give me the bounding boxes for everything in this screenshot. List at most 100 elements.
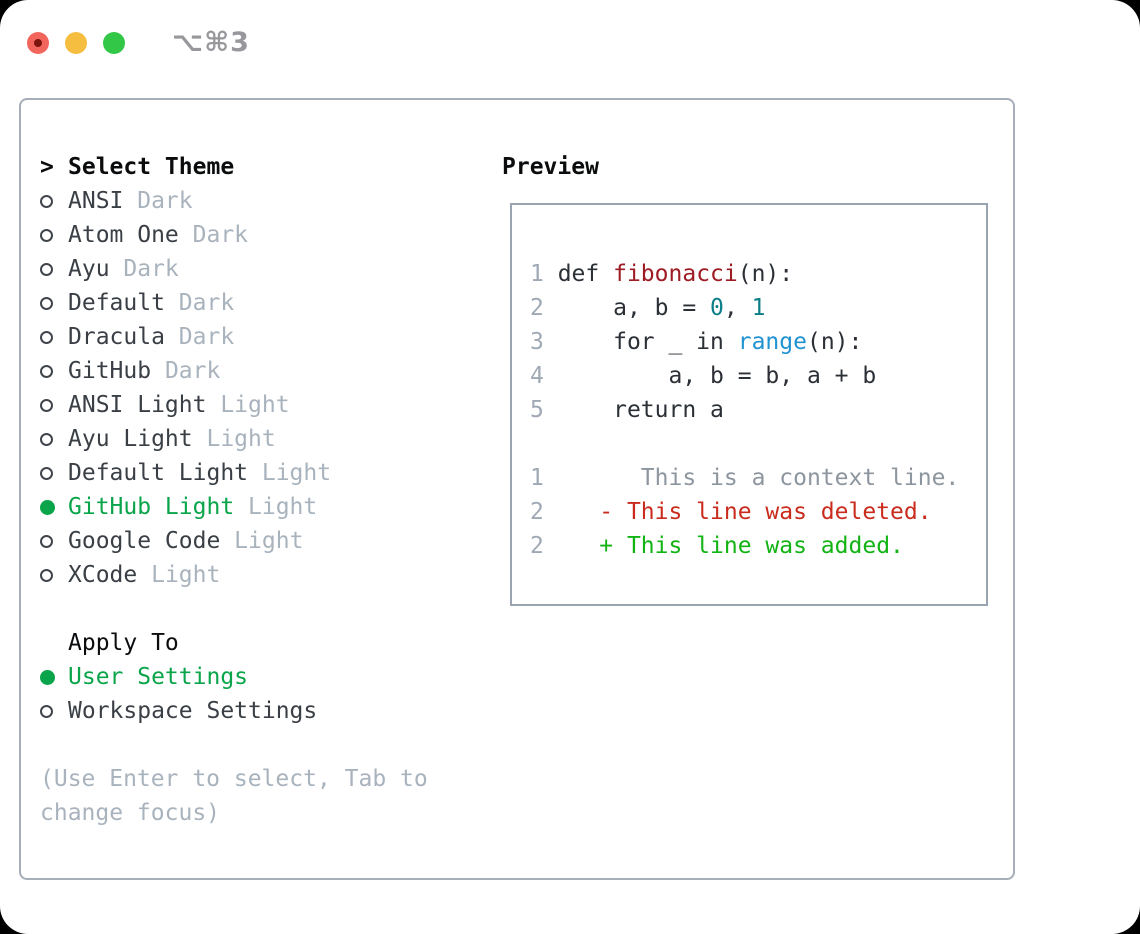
preview-line: 1 This is a context line.: [530, 461, 986, 495]
code-token-code: a, b =: [543, 295, 711, 321]
theme-item-github[interactable]: GitHub Dark: [40, 354, 490, 388]
theme-item-ayu[interactable]: Ayu Dark: [40, 252, 490, 286]
window-title: ⌥⌘3: [172, 27, 250, 58]
code-token-num: 3: [530, 329, 544, 355]
theme-picker-title: Select Theme: [68, 154, 235, 180]
keyboard-hint: (Use Enter to select, Tab to change focu…: [40, 766, 428, 826]
close-traffic-light-icon[interactable]: [27, 31, 49, 54]
radio-unselected-icon: [40, 364, 53, 378]
theme-variant-tag: Light: [220, 528, 304, 554]
preview-line: 2 + This line was added.: [530, 529, 986, 563]
theme-item-github-light[interactable]: GitHub Light Light: [40, 490, 490, 524]
theme-variant-tag: Light: [192, 426, 276, 452]
code-token-num: 2: [530, 533, 544, 559]
theme-picker-header: > Select Theme: [40, 150, 490, 184]
code-token-num: 1: [530, 261, 544, 287]
code-token-num: 1: [530, 465, 544, 491]
code-token-code: def: [543, 261, 614, 287]
preview-line: 2 a, b = 0, 1: [530, 291, 986, 325]
theme-item-label: Ayu: [68, 256, 110, 282]
preview-line: 5 return a: [530, 393, 986, 427]
theme-variant-tag: Dark: [109, 256, 179, 282]
titlebar: ⌥⌘3: [27, 27, 250, 58]
theme-item-label: Default: [68, 290, 165, 316]
theme-item-ansi[interactable]: ANSI Dark: [40, 184, 490, 218]
theme-variant-tag: Dark: [123, 188, 193, 214]
code-token-code: for _ in: [543, 329, 738, 355]
code-token-code: return a: [543, 397, 724, 423]
apply-option-label: User Settings: [68, 664, 249, 690]
radio-unselected-icon: [40, 296, 53, 310]
radio-unselected-icon: [40, 330, 53, 344]
code-token-fn: fibonacci: [613, 261, 738, 287]
minimize-traffic-light-icon[interactable]: [65, 31, 87, 54]
theme-item-ayu-light[interactable]: Ayu Light Light: [40, 422, 490, 456]
theme-variant-tag: Light: [206, 392, 290, 418]
radio-unselected-icon: [40, 432, 53, 446]
radio-unselected-icon: [40, 194, 53, 208]
radio-unselected-icon: [40, 704, 53, 718]
theme-item-ansi-light[interactable]: ANSI Light Light: [40, 388, 490, 422]
code-token-add: + This line was added.: [599, 533, 904, 559]
code-token-lit: 1: [751, 295, 766, 321]
code-token-bi: range: [737, 329, 807, 355]
theme-variant-tag: Dark: [164, 324, 235, 350]
radio-unselected-icon: [40, 262, 53, 276]
code-token-lit: 0: [710, 295, 724, 321]
theme-item-label: Google Code: [68, 528, 221, 554]
code-token-num: 2: [530, 499, 544, 525]
apply-to-header: Apply To: [40, 626, 490, 660]
code-token-del: - This line was deleted.: [599, 499, 932, 525]
radio-selected-icon: [40, 499, 55, 515]
radio-unselected-icon: [40, 534, 53, 548]
preview-line: 3 for _ in range(n):: [530, 325, 986, 359]
radio-unselected-icon: [40, 466, 53, 480]
theme-item-label: XCode: [68, 562, 138, 588]
code-token-num: 5: [530, 397, 544, 423]
theme-item-label: Dracula: [68, 324, 165, 350]
preview-blank-line: [530, 427, 986, 461]
theme-item-dracula[interactable]: Dracula Dark: [40, 320, 490, 354]
radio-unselected-icon: [40, 398, 53, 412]
code-token-code: a, b = b, a + b: [543, 363, 877, 389]
theme-variant-tag: Dark: [164, 290, 235, 316]
theme-item-atom-one[interactable]: Atom One Dark: [40, 218, 490, 252]
preview-line: 1 def fibonacci(n):: [530, 257, 986, 291]
apply-option-user-settings[interactable]: User Settings: [40, 660, 490, 694]
code-token-ctx: This is a context line.: [543, 465, 960, 491]
code-token-code: ,: [723, 295, 752, 321]
theme-item-label: GitHub: [68, 358, 152, 384]
code-token-code: [544, 499, 599, 525]
theme-item-label: GitHub Light: [68, 494, 235, 520]
zoom-traffic-light-icon[interactable]: [103, 31, 125, 54]
apply-option-workspace-settings[interactable]: Workspace Settings: [40, 694, 490, 728]
theme-variant-tag: Light: [234, 494, 318, 520]
theme-variant-tag: Light: [248, 460, 332, 486]
theme-item-google-code[interactable]: Google Code Light: [40, 524, 490, 558]
theme-item-default[interactable]: Default Dark: [40, 286, 490, 320]
apply-to-title: Apply To: [68, 630, 179, 656]
radio-unselected-icon: [40, 228, 53, 242]
prompt-caret-icon: >: [40, 154, 54, 180]
theme-item-xcode[interactable]: XCode Light: [40, 558, 490, 592]
theme-item-label: Atom One: [68, 222, 179, 248]
theme-item-label: ANSI Light: [68, 392, 207, 418]
preview-line: 2 - This line was deleted.: [530, 495, 986, 529]
code-token-num: 2: [530, 295, 544, 321]
theme-item-default-light[interactable]: Default Light Light: [40, 456, 490, 490]
code-token-num: 4: [530, 363, 544, 389]
code-token-code: (n):: [806, 329, 863, 355]
preview-line: 4 a, b = b, a + b: [530, 359, 986, 393]
radio-unselected-icon: [40, 568, 53, 582]
code-token-code: (n):: [737, 261, 794, 287]
theme-variant-tag: Dark: [151, 358, 221, 384]
radio-selected-icon: [40, 669, 55, 685]
theme-item-label: Ayu Light: [68, 426, 193, 452]
theme-variant-tag: Light: [137, 562, 221, 588]
